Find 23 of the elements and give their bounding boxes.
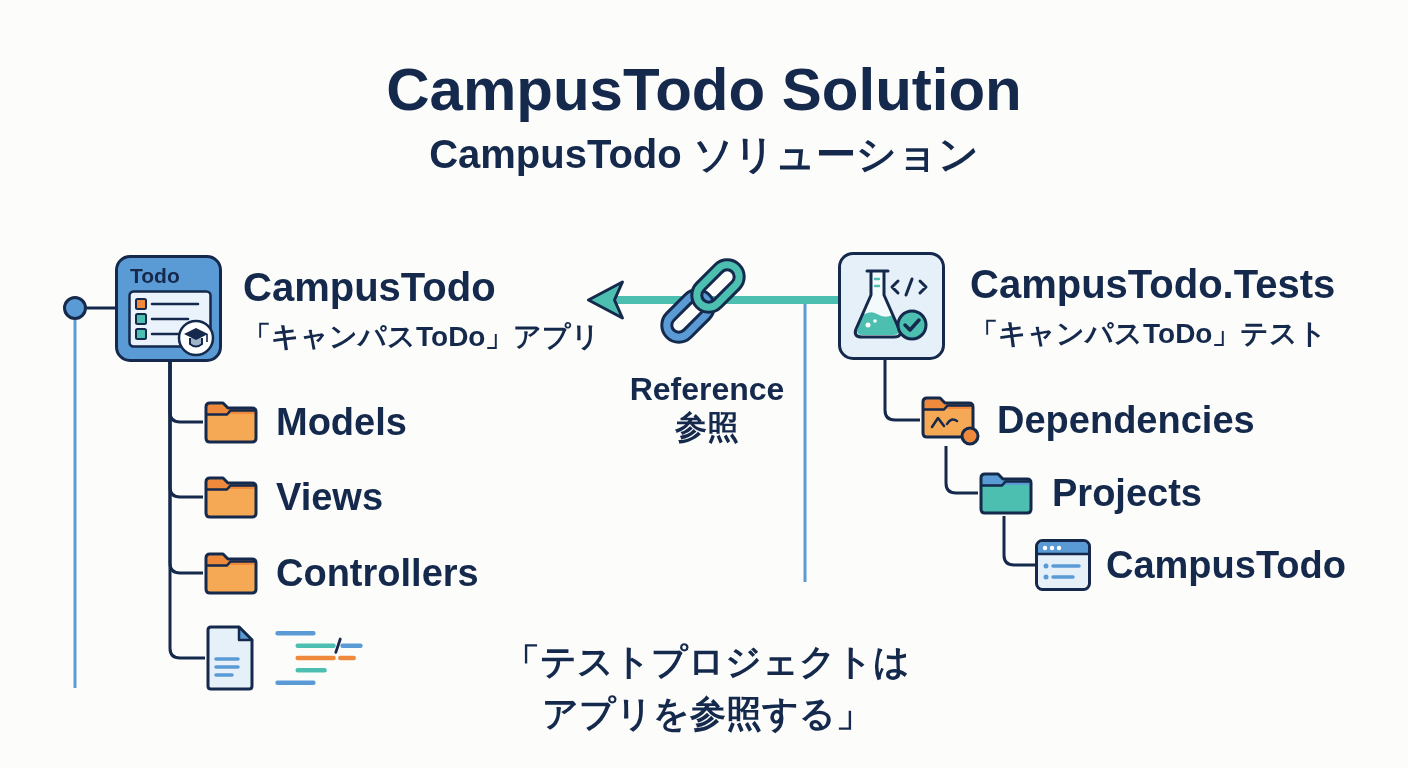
project-label: CampusTodo: [1106, 543, 1346, 588]
project-subtitle: 「キャンパスToDo」アプリ: [243, 320, 601, 354]
edge-label: Reference 参照: [629, 370, 785, 446]
connector-line: [87, 306, 115, 310]
circle-node: [63, 296, 87, 320]
project-title: CampusTodo: [243, 265, 496, 309]
folder-label: Models: [276, 400, 407, 445]
note-text: 「テストプロジェクトはアプリを参照する」: [503, 640, 911, 736]
project-subtitle: 「キャンパスToDo」テスト: [970, 317, 1328, 351]
icon-label: Todo: [130, 264, 180, 288]
project-title: CampusTodo.Tests: [970, 262, 1336, 306]
title: CampusTodo Solution: [386, 60, 1022, 120]
arrow: [586, 280, 838, 320]
folder-label: Controllers: [276, 551, 479, 596]
tree-line: [883, 360, 920, 422]
tree-line: [168, 362, 205, 660]
tree-line: [944, 446, 978, 495]
tree-line: [1002, 516, 1035, 567]
folder-label: Projects: [1052, 471, 1202, 516]
document-icon: [205, 625, 255, 691]
subtitle: CampusTodo ソリューション: [429, 134, 979, 174]
folder-label: Views: [276, 475, 384, 520]
folder-label: Dependencies: [997, 398, 1255, 443]
